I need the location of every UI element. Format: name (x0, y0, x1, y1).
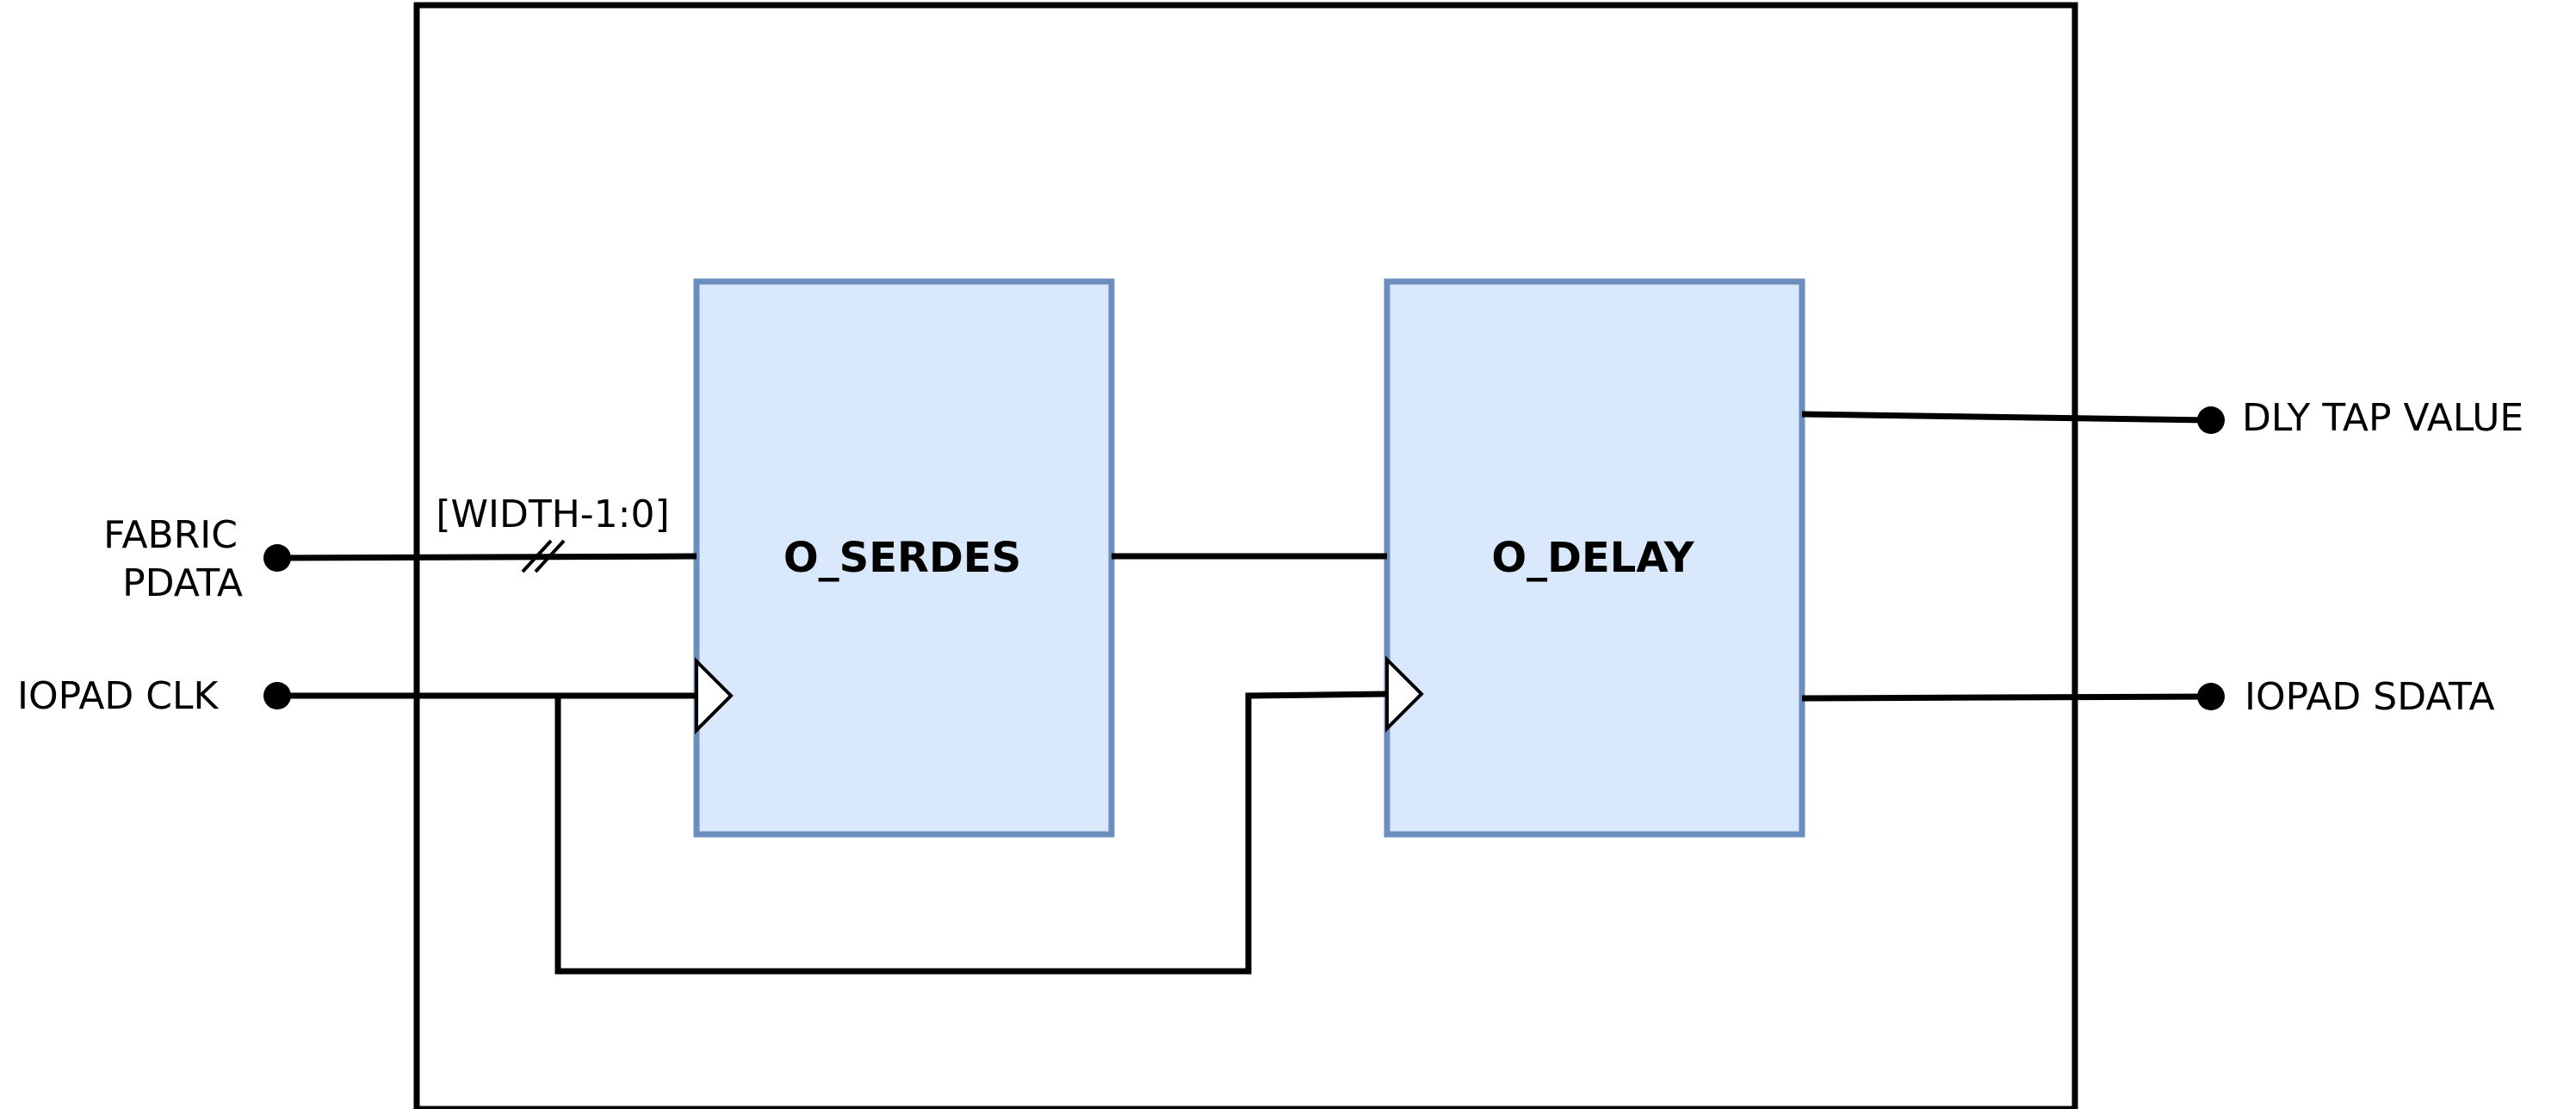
serdes-block[interactable] (693, 278, 1115, 838)
clk-branch-wire (554, 691, 1388, 975)
pdata-wire (276, 553, 697, 561)
fabric-pdata-port-dot[interactable] (263, 544, 291, 572)
dly-tap-wire (1801, 411, 2212, 424)
fabric-pdata-label: FABRIC PDATA (103, 513, 250, 605)
iopad-sdata-label: IOPAD SDATA (2245, 675, 2495, 719)
serdes-label: O_SERDES (783, 534, 1021, 582)
delay-block[interactable] (1384, 278, 1805, 838)
iopad-sdata-port-dot[interactable] (2197, 683, 2225, 710)
dly-tap-port-dot[interactable] (2197, 406, 2225, 434)
dly-tap-value-label: DLY TAP VALUE (2242, 396, 2523, 440)
bus-width-label: [WIDTH-1:0] (436, 493, 669, 536)
bus-slash-2 (534, 539, 566, 573)
serdes-clock-input-triangle (695, 657, 734, 734)
iopad-clk-label: IOPAD CLK (17, 674, 220, 718)
sdata-wire (1801, 693, 2212, 702)
iopad-clk-port-dot[interactable] (263, 682, 291, 709)
delay-label: O_DELAY (1491, 534, 1695, 582)
delay-clock-input-triangle (1385, 655, 1424, 733)
bus-slash-1 (521, 539, 553, 573)
